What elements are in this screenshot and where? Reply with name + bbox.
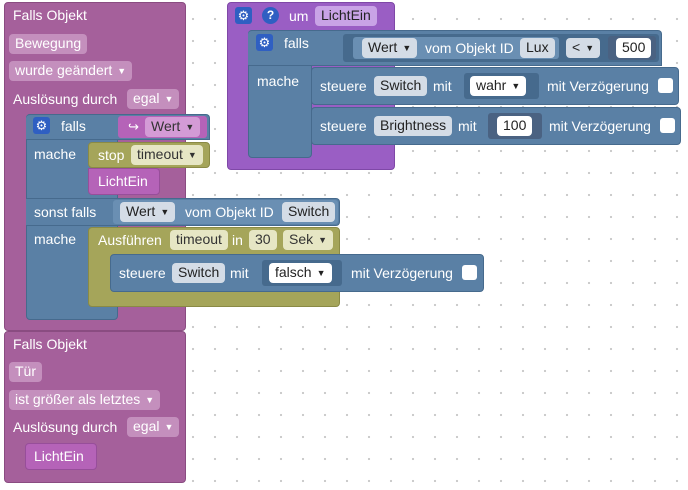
call-lichtein-block-2[interactable] — [25, 443, 97, 470]
operator-dropdown[interactable]: <▼ — [566, 38, 601, 58]
variable-dropdown[interactable]: Wert ▼ — [145, 117, 201, 137]
delay-label: mit Verzögerung — [351, 265, 453, 281]
call-lichtein-label-2: LichtEin — [34, 448, 84, 464]
chevron-down-icon: ▼ — [160, 207, 170, 217]
run-unit-value: Sek — [289, 231, 314, 247]
sonst-falls-label: sonst falls — [34, 204, 97, 220]
s1-steuere-label: steuere — [320, 78, 367, 94]
function-name-field[interactable]: LichtEin — [315, 6, 377, 26]
delay-checkbox[interactable] — [462, 265, 477, 280]
function-um-label: um — [289, 8, 309, 24]
s2-steuere-label: steuere — [320, 118, 367, 134]
s2-value-field[interactable]: 100 — [497, 116, 533, 136]
s1-mit-label: mit — [433, 78, 452, 94]
s1-value-dropdown[interactable]: wahr ▼ — [470, 76, 527, 96]
stop-label: stop — [98, 147, 125, 163]
chevron-down-icon: ▼ — [164, 422, 174, 432]
chevron-down-icon: ▼ — [511, 81, 521, 91]
chevron-down-icon: ▼ — [185, 122, 195, 132]
event-title: Falls Objekt — [13, 7, 87, 23]
operator-value: < — [572, 39, 581, 55]
steuere-label: steuere — [119, 265, 166, 281]
value-label: Wert — [126, 203, 156, 219]
trigger-value: egal — [133, 90, 160, 106]
trigger2-value: egal — [133, 418, 160, 434]
object-field-lux[interactable]: Lux — [520, 38, 555, 58]
function-value-label: Wert — [368, 39, 398, 55]
s2-delay-checkbox[interactable] — [660, 118, 675, 133]
s2-object-field[interactable]: Brightness — [374, 116, 453, 136]
value-dropdown[interactable]: Wert ▼ — [120, 202, 176, 222]
trigger-label: Auslösung durch — [13, 91, 118, 107]
object-field-tuer[interactable]: Tür — [9, 362, 42, 382]
event2-title: Falls Objekt — [13, 336, 87, 352]
run-label: Ausführen — [98, 232, 162, 248]
help-icon[interactable]: ? — [262, 7, 279, 24]
timeout-dropdown[interactable]: timeout ▼ — [131, 145, 203, 165]
s1-object-field[interactable]: Switch — [374, 76, 428, 96]
gear-icon[interactable]: ⚙ — [33, 117, 50, 134]
timeout-value: timeout — [137, 146, 183, 162]
variable-value: Wert — [151, 118, 181, 134]
number-field-500[interactable]: 500 — [616, 38, 652, 58]
condition-dropdown[interactable]: wurde geändert ▼ — [9, 61, 133, 81]
run-unit-dropdown[interactable]: Sek ▼ — [283, 230, 334, 250]
chevron-down-icon: ▼ — [187, 150, 197, 160]
function-value-dropdown[interactable]: Wert ▼ — [362, 38, 418, 58]
steuere-value: falsch — [275, 264, 312, 280]
chevron-down-icon: ▼ — [585, 43, 595, 53]
chevron-down-icon: ▼ — [164, 94, 174, 104]
arrow-icon: ↪ — [128, 119, 139, 134]
run-in-label: in — [232, 232, 243, 248]
chevron-down-icon: ▼ — [318, 235, 328, 245]
function-mache-label: mache — [257, 73, 300, 89]
call-lichtein-block[interactable] — [88, 168, 160, 195]
steuere-mit-label: mit — [230, 265, 249, 281]
trigger2-dropdown[interactable]: egal ▼ — [127, 417, 180, 437]
function-falls-label: falls — [284, 35, 309, 51]
call-lichtein-label: LichtEin — [98, 173, 148, 189]
chevron-down-icon: ▼ — [145, 395, 155, 405]
chevron-down-icon: ▼ — [117, 66, 127, 76]
vom-objekt-label: vom Objekt ID — [185, 204, 274, 220]
chevron-down-icon: ▼ — [316, 268, 326, 278]
if-falls-label: falls — [61, 118, 86, 134]
mache-label-1: mache — [34, 146, 77, 162]
mache-label-2: mache — [34, 231, 77, 247]
run-name-field[interactable]: timeout — [170, 230, 228, 250]
condition2-dropdown[interactable]: ist größer als letztes ▼ — [9, 390, 161, 410]
object-field-bewegung[interactable]: Bewegung — [9, 34, 88, 54]
steuere-object-field[interactable]: Switch — [172, 263, 226, 283]
run-number-field[interactable]: 30 — [249, 230, 277, 250]
s1-delay-checkbox[interactable] — [658, 78, 673, 93]
gear-icon[interactable]: ⚙ — [235, 7, 252, 24]
condition2-label: ist größer als letztes — [15, 391, 141, 407]
s1-value: wahr — [476, 77, 507, 93]
condition-label: wurde geändert — [15, 62, 113, 78]
s1-delay-label: mit Verzögerung — [547, 78, 649, 94]
object-field-switch[interactable]: Switch — [282, 202, 336, 222]
trigger-dropdown[interactable]: egal ▼ — [127, 89, 180, 109]
steuere-value-dropdown[interactable]: falsch ▼ — [269, 263, 332, 283]
chevron-down-icon: ▼ — [402, 43, 412, 53]
s2-mit-label: mit — [458, 118, 477, 134]
trigger2-label: Auslösung durch — [13, 419, 118, 435]
function-vom-objekt-label: vom Objekt ID — [425, 40, 514, 56]
s2-delay-label: mit Verzögerung — [549, 118, 651, 134]
gear-icon[interactable]: ⚙ — [256, 34, 273, 51]
